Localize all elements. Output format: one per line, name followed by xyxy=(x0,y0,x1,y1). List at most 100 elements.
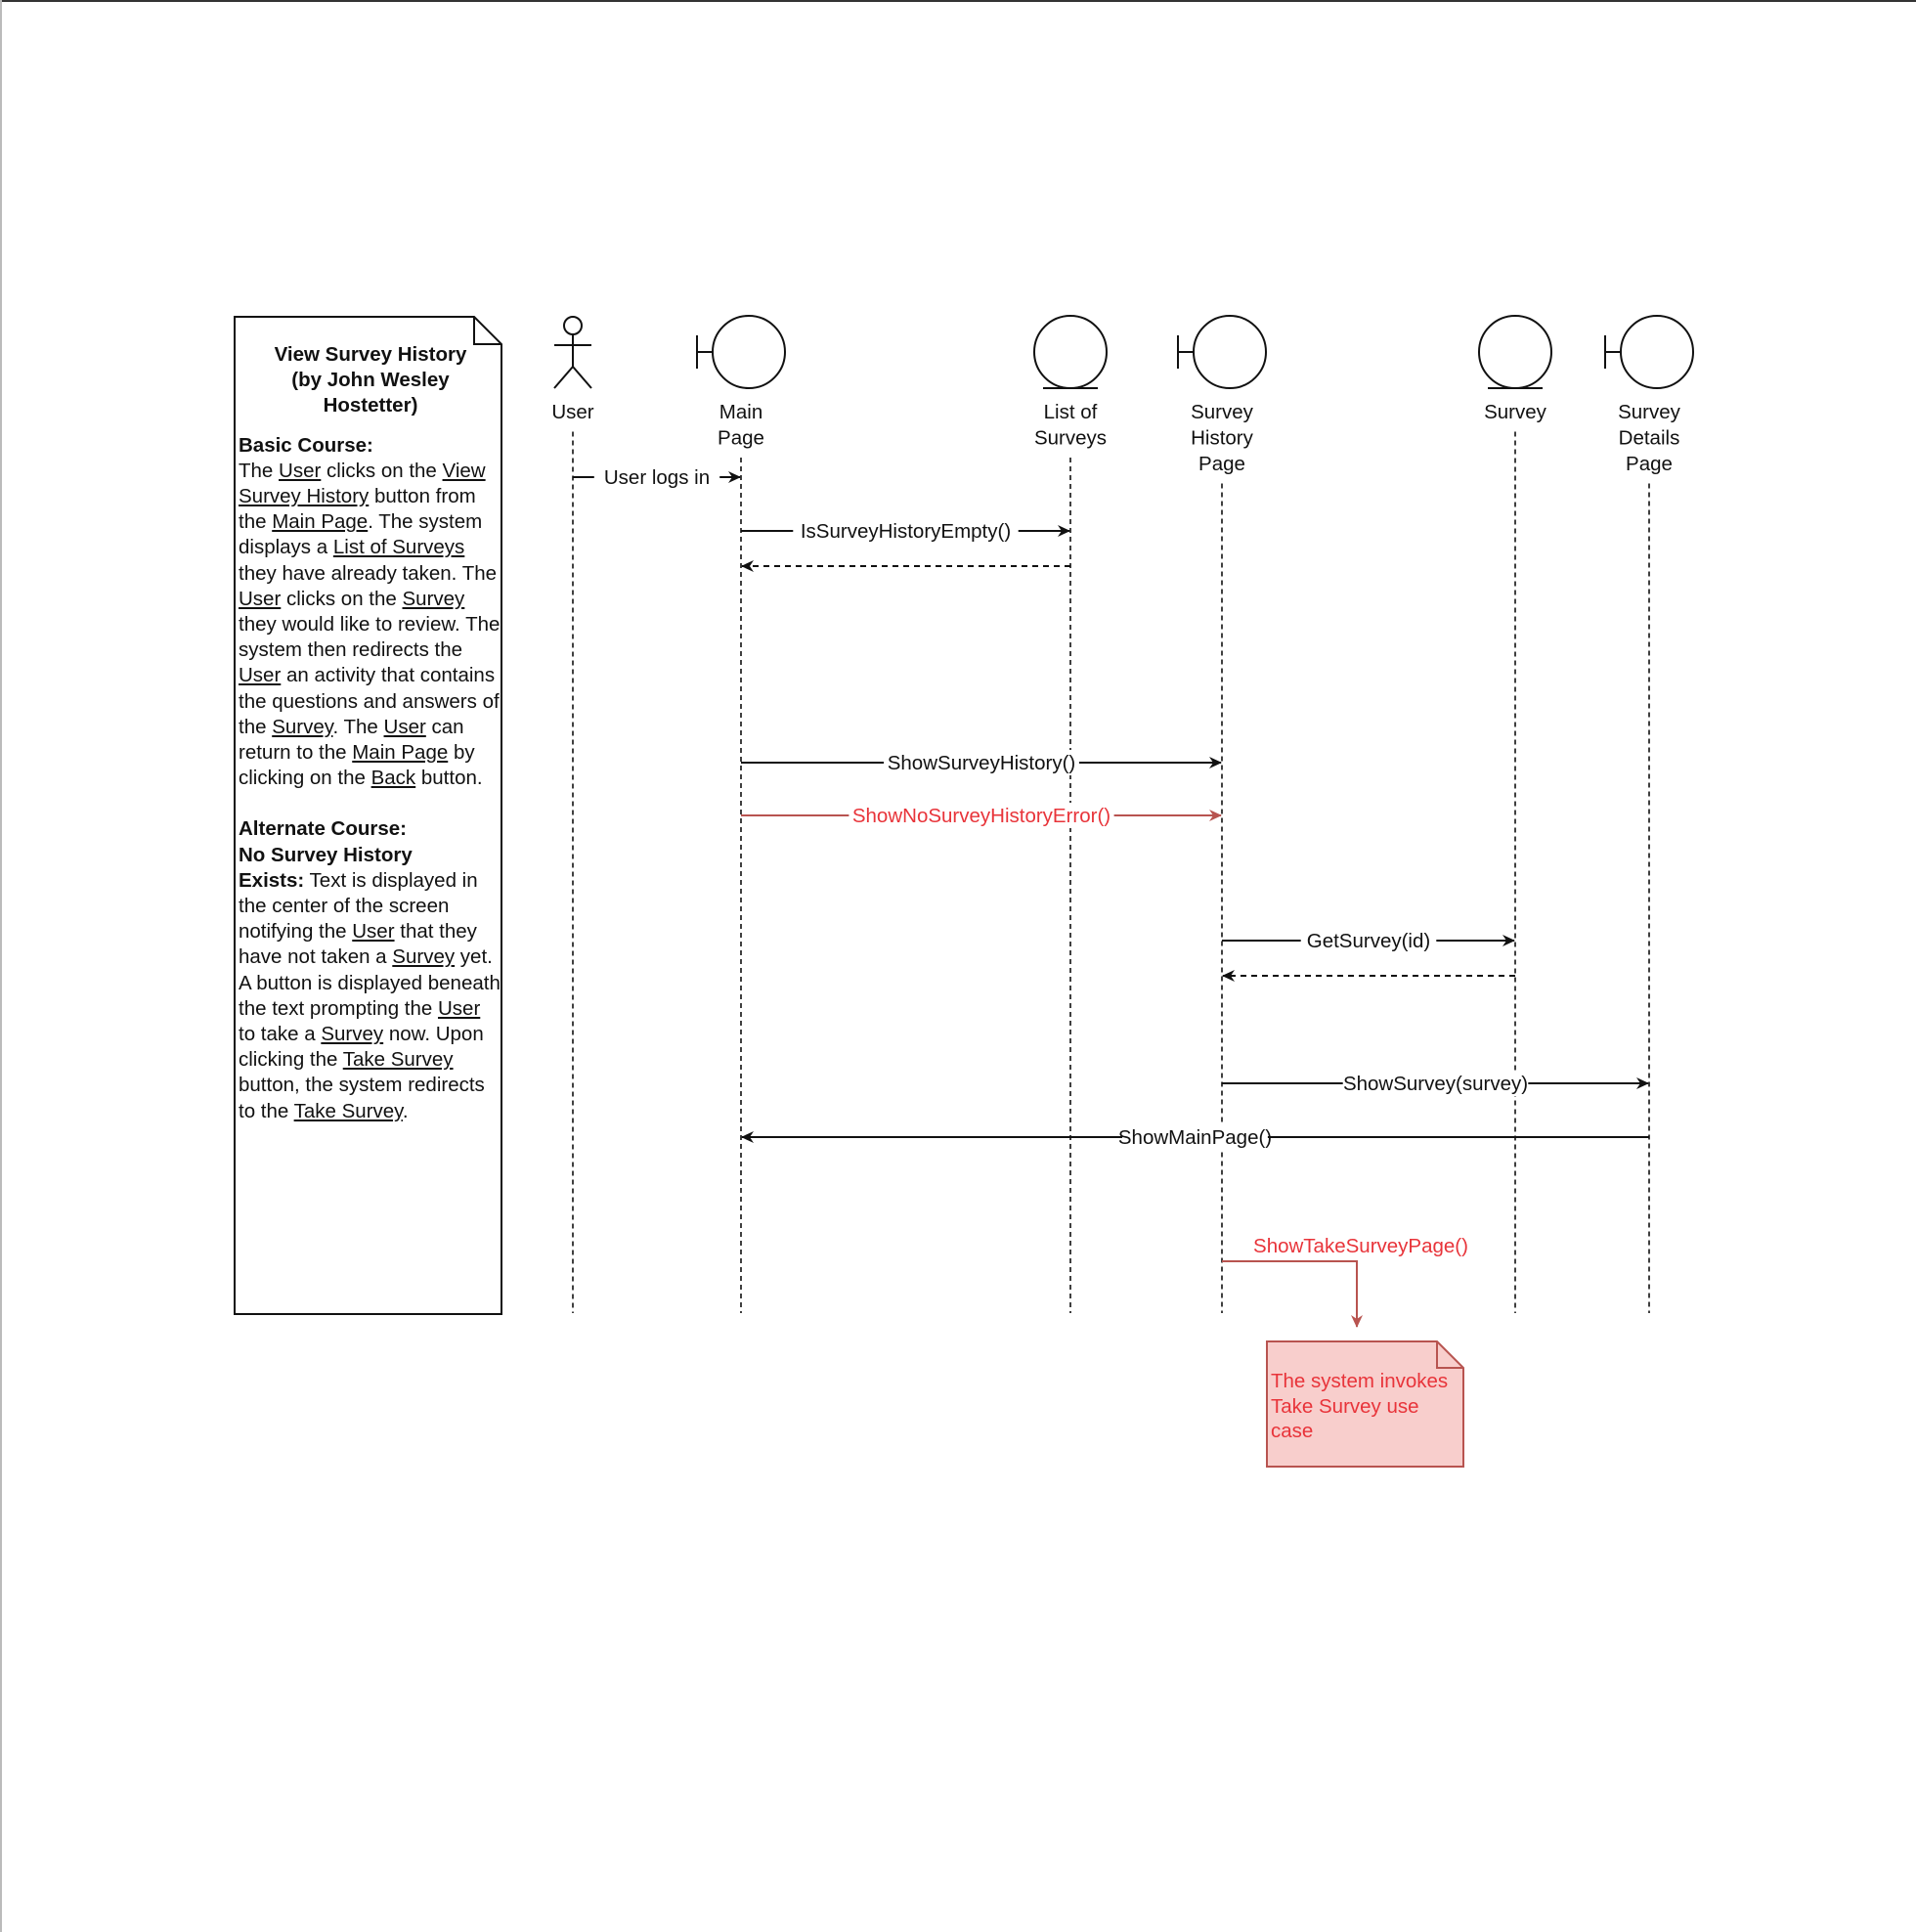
note-text-run: now. Upon clicking the xyxy=(239,1023,484,1072)
message: ShowMainPage() xyxy=(741,1124,1649,1150)
message-label-bg xyxy=(1342,1071,1529,1096)
underlined-term: Main Page xyxy=(352,741,449,765)
actor-body xyxy=(553,334,592,389)
lifeline-label: Page xyxy=(1198,453,1245,475)
underlined-term: Survey xyxy=(392,945,456,969)
boundary-icon xyxy=(712,315,786,389)
message: User logs in xyxy=(573,464,741,490)
lifeline-label: Survey xyxy=(1191,401,1254,423)
lifeline-label: List of xyxy=(1044,401,1098,423)
alternate-course-heading: Alternate Course: No Survey History xyxy=(239,816,502,867)
underlined-term: Survey xyxy=(402,587,465,610)
note-text-run: . The system displays a xyxy=(239,510,483,559)
take-survey-note-fold xyxy=(1436,1341,1463,1369)
note-text-run: can return to the xyxy=(239,715,464,765)
lifeline-survey: Survey xyxy=(1478,315,1552,1313)
message: GetSurvey(id) xyxy=(1222,928,1515,953)
note-text-run: they have already taken. The xyxy=(239,561,498,585)
description-note-fold xyxy=(473,317,501,345)
underlined-term: User xyxy=(437,996,481,1020)
note-text-run: they would like to review. The system th… xyxy=(239,613,501,662)
note-text-run: an activity that contains the questions … xyxy=(239,664,500,738)
note-text-run: that they have not taken a xyxy=(239,920,477,969)
lifeline-label: User xyxy=(551,401,593,423)
actor-icon xyxy=(563,316,583,335)
message-label-bg xyxy=(849,803,1114,828)
lifeline-label: Survey xyxy=(1484,401,1547,423)
description-note xyxy=(234,316,502,1315)
underlined-term: User xyxy=(279,459,322,482)
underlined-term: User xyxy=(383,715,426,738)
note-title: View Survey History (by John Wesley Host… xyxy=(239,342,502,419)
message-label: ShowSurvey(survey) xyxy=(1343,1073,1528,1095)
message-label: ShowSurveyHistory() xyxy=(888,752,1076,774)
entity-icon xyxy=(1033,315,1108,389)
lifeline-label: Main xyxy=(719,401,762,423)
note-text-run: . xyxy=(402,1099,409,1122)
message-label-bg xyxy=(884,750,1079,775)
note-text-run: yet. A button is displayed beneath the t… xyxy=(239,945,501,1020)
underlined-term: Survey xyxy=(272,715,333,738)
take-survey-call: ShowTakeSurveyPage() xyxy=(1222,1235,1468,1328)
lifeline-user: User xyxy=(551,316,594,1313)
take-survey-call-label: ShowTakeSurveyPage() xyxy=(1253,1235,1468,1257)
message-label-bg xyxy=(1122,1124,1268,1150)
message-label: ShowNoSurveyHistoryError() xyxy=(852,805,1110,827)
note-title-line: Hostetter) xyxy=(323,394,418,417)
basic-course-heading: Basic Course: xyxy=(239,433,373,457)
message-label-bg xyxy=(793,518,1019,544)
message: ShowSurvey(survey) xyxy=(1222,1071,1649,1096)
underlined-term: Take Survey xyxy=(342,1048,454,1072)
take-survey-note-text: The system invokes Take Survey use case xyxy=(1271,1370,1449,1442)
note-text-run: Text is displayed in the center of the s… xyxy=(239,868,478,944)
basic-course-text: The User clicks on the View Survey Histo… xyxy=(239,459,502,792)
underlined-term: Back xyxy=(370,767,416,790)
message-label: GetSurvey(id) xyxy=(1307,930,1430,952)
note-text-run: clicks on the xyxy=(321,459,443,482)
alternate-heading-line: Exists: xyxy=(239,868,305,892)
note-text-run: button, the system redirects to the xyxy=(239,1074,485,1122)
take-survey-note xyxy=(1266,1340,1464,1468)
lifeline-label: Surveys xyxy=(1034,427,1107,450)
message-label-bg xyxy=(593,464,720,490)
note-text-run: to take a xyxy=(239,1023,322,1046)
lifeline-label: History xyxy=(1191,427,1254,450)
message: ShowNoSurveyHistoryError() xyxy=(741,803,1222,828)
note-text-run: by clicking on the xyxy=(239,741,475,790)
messages: User logs in IsSurveyHistoryEmpty() ShowSu… xyxy=(573,464,1649,1328)
note-text-run: button from the xyxy=(239,485,476,534)
lifeline-label: Page xyxy=(1626,453,1673,475)
underlined-term: User xyxy=(239,587,282,610)
message-label: IsSurveyHistoryEmpty() xyxy=(801,520,1011,543)
lifeline-main: MainPage xyxy=(696,315,786,1313)
message-label-bg xyxy=(1300,928,1437,953)
entity-icon xyxy=(1478,315,1552,389)
take-survey-arrow xyxy=(1222,1260,1363,1328)
alternate-heading-line: No Survey History xyxy=(239,843,413,866)
underlined-term: User xyxy=(352,920,395,944)
boundary-icon xyxy=(1193,315,1267,389)
lifeline-list: List of Surveys xyxy=(1033,315,1108,1313)
lifeline-label: Survey xyxy=(1618,401,1681,423)
note-text-run: The xyxy=(239,459,280,482)
underlined-term: Survey xyxy=(321,1023,384,1046)
lifeline-label: Page xyxy=(718,427,764,450)
note-text-run: . The xyxy=(332,715,384,738)
underlined-term: Main Page xyxy=(272,510,369,534)
underlined-term: View Survey History xyxy=(239,459,486,508)
message-label: ShowMainPage() xyxy=(1118,1126,1272,1149)
underlined-term: Take Survey xyxy=(293,1099,403,1122)
alternate-heading-line: Alternate Course: xyxy=(239,817,408,841)
alternate-course-text: Exists: Text is displayed in the center … xyxy=(239,868,502,1124)
underlined-term: User xyxy=(239,664,282,687)
note-text-run: button. xyxy=(415,767,483,790)
message: IsSurveyHistoryEmpty() xyxy=(741,518,1070,544)
underlined-term: List of Surveys xyxy=(332,536,465,559)
note-text-run: clicks on the xyxy=(281,587,403,610)
description-note-text: View Survey History (by John Wesley Host… xyxy=(239,342,502,1124)
lifeline-label: Details xyxy=(1619,427,1680,450)
